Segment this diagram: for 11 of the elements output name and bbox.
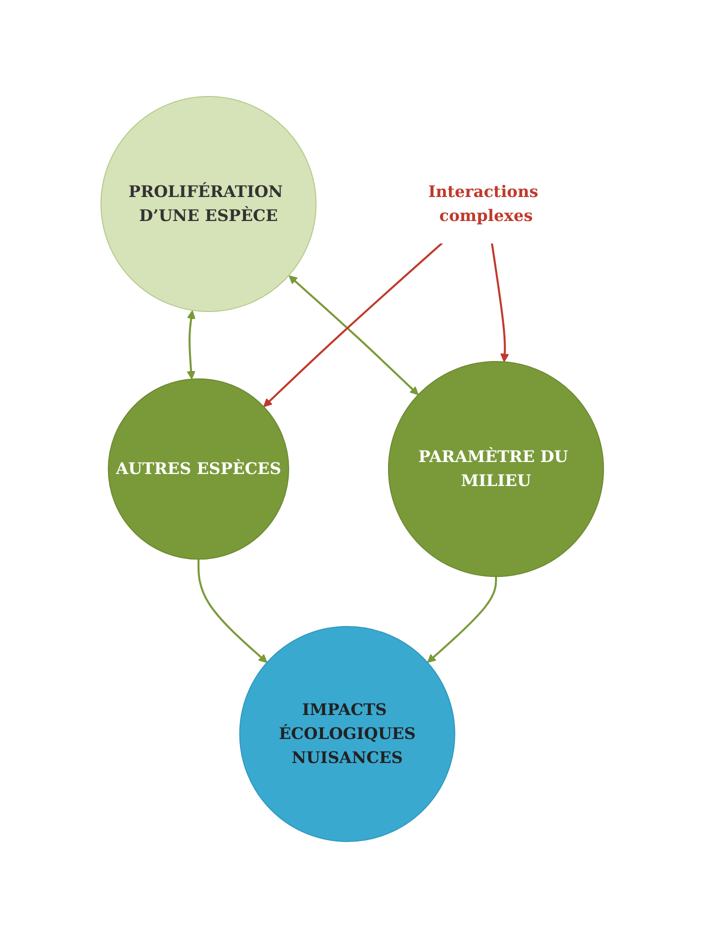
arrow — [186, 310, 196, 380]
arrow — [490, 242, 509, 362]
node-circle: PROLIFÉRATION D’UNE ESPÈCE — [100, 96, 316, 312]
node-circle: AUTRES ESPÈCES — [107, 378, 289, 560]
arrow — [288, 275, 418, 396]
arrow — [197, 559, 267, 663]
node-circle: PARAMÈTRE DU MILIEU — [388, 361, 604, 577]
node-text: Interactions complexes — [428, 182, 538, 225]
node-circle: IMPACTS ÉCOLOGIQUES NUISANCES — [238, 626, 455, 842]
arrow — [426, 576, 496, 663]
arrow — [262, 242, 442, 408]
